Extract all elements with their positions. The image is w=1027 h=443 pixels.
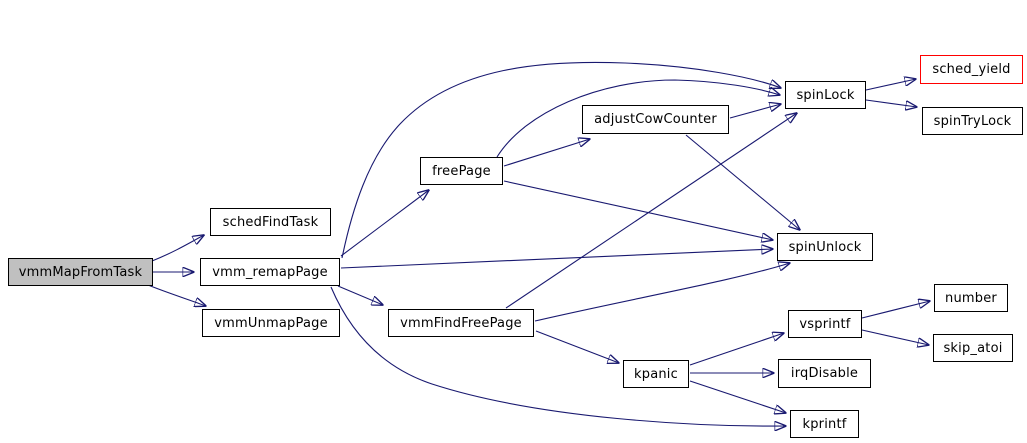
edge-vmmMapFromTask-schedFindTask	[151, 235, 204, 262]
node-label: spinLock	[796, 87, 855, 103]
node-label: kprintf	[802, 416, 847, 432]
edge-vmmFindFreePage-spinLock	[505, 113, 797, 309]
edge-spinLock-sched_yield	[865, 79, 916, 91]
edge-vmmFindFreePage-kpanic	[535, 330, 619, 363]
node-label: irqDisable	[790, 366, 859, 381]
node-kprintf[interactable]: kprintf	[790, 410, 859, 438]
node-label: vmmFindFreePage	[400, 315, 522, 331]
node-label: schedFindTask	[222, 214, 319, 230]
node-label: spinTryLock	[933, 113, 1012, 129]
node-vsprintf[interactable]: vsprintf	[788, 310, 862, 338]
node-kpanic[interactable]: kpanic	[623, 360, 689, 388]
edge-vmm_remapPage-spinUnlock	[340, 249, 773, 269]
node-irqDisable[interactable]: irqDisable	[778, 359, 871, 388]
node-label: sched_yield	[932, 62, 1011, 77]
node-label: number	[945, 290, 997, 306]
edge-vsprintf-number	[861, 301, 930, 319]
edge-vsprintf-skip_atoi	[861, 329, 929, 345]
edge-freePage-adjustCowCounter	[503, 139, 590, 167]
node-label: skip_atoi	[943, 340, 1003, 356]
node-sched_yield[interactable]: sched_yield	[920, 55, 1023, 84]
node-vmmFindFreePage[interactable]: vmmFindFreePage	[388, 309, 534, 337]
node-schedFindTask[interactable]: schedFindTask	[210, 208, 331, 236]
edge-vmmMapFromTask-vmmUnmapPage	[147, 284, 206, 306]
node-spinTryLock[interactable]: spinTryLock	[922, 107, 1023, 135]
node-adjustCowCounter[interactable]: adjustCowCounter	[582, 105, 729, 134]
node-label: spinUnlock	[788, 239, 862, 255]
node-spinLock[interactable]: spinLock	[785, 81, 866, 109]
node-vmm_remapPage[interactable]: vmm_remapPage	[200, 258, 340, 286]
edge-freePage-spinLock	[496, 79, 780, 158]
edge-spinLock-spinTryLock	[865, 99, 917, 107]
node-label: vmmMapFromTask	[18, 264, 143, 280]
node-spinUnlock[interactable]: spinUnlock	[777, 233, 873, 261]
edge-vmm_remapPage-spinLock	[341, 61, 781, 259]
node-skip_atoi[interactable]: skip_atoi	[933, 334, 1013, 362]
node-label: vsprintf	[799, 316, 851, 332]
edge-vmmFindFreePage-spinUnlock	[534, 263, 790, 322]
node-label: adjustCowCounter	[594, 112, 717, 127]
edge-vmm_remapPage-kprintf	[330, 286, 786, 426]
edge-adjustCowCounter-spinUnlock	[685, 134, 800, 230]
node-label: vmm_remapPage	[212, 264, 328, 280]
node-label: kpanic	[634, 366, 678, 382]
edge-vmm_remapPage-vmmFindFreePage	[337, 285, 383, 305]
edge-kpanic-kprintf	[689, 380, 786, 413]
node-number[interactable]: number	[934, 284, 1008, 312]
node-label: vmmUnmapPage	[214, 315, 328, 331]
edge-freePage-spinUnlock	[503, 180, 773, 240]
node-vmmMapFromTask[interactable]: vmmMapFromTask	[8, 258, 153, 286]
node-label: freePage	[432, 163, 491, 179]
node-vmmUnmapPage[interactable]: vmmUnmapPage	[202, 309, 340, 337]
edge-vmm_remapPage-freePage	[340, 190, 429, 257]
edge-adjustCowCounter-spinLock	[729, 104, 781, 119]
node-freePage[interactable]: freePage	[420, 157, 503, 185]
edge-kpanic-vsprintf	[689, 333, 784, 366]
